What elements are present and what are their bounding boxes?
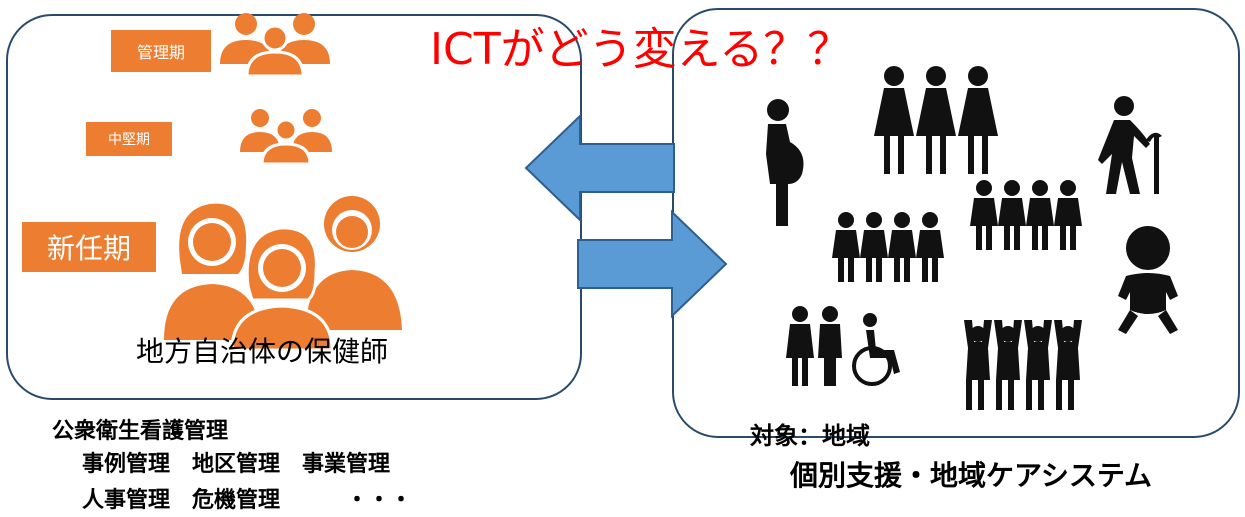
badge-mid-career-stage: 中堅期 [86, 122, 172, 156]
target-heading: 対象：地域 [750, 422, 870, 450]
cheering-people-icon [964, 320, 1082, 410]
management-row-2: 人事管理 危機管理 ・・・ [82, 488, 413, 513]
badge-management-stage: 管理期 [111, 30, 211, 72]
family-group-icon [970, 180, 1082, 250]
wheelchair-user-icon [786, 306, 900, 386]
family-group-icon [832, 212, 944, 282]
elderly-person-icon [1098, 96, 1162, 194]
women-group-icon [874, 66, 998, 174]
management-row-1: 事例管理 地区管理 事業管理 [82, 452, 391, 477]
badge-new-stage: 新任期 [22, 222, 156, 272]
health-nurses-label: 地方自治体の保健師 [136, 335, 389, 368]
ict-title: ICTがどう変える？？ [430, 24, 852, 75]
management-heading: 公衆衛生看護管理 [52, 419, 229, 444]
arrow-left-icon [524, 113, 675, 223]
target-subheading: 個別支援・地域ケアシステム [790, 459, 1153, 492]
right-panel [672, 8, 1240, 438]
pregnant-woman-icon [766, 99, 804, 226]
baby-icon [1118, 226, 1178, 334]
people-group-icon [220, 13, 330, 78]
people-trio-icon [164, 196, 402, 352]
people-group-icon [240, 109, 332, 166]
arrow-right-icon [577, 209, 728, 319]
